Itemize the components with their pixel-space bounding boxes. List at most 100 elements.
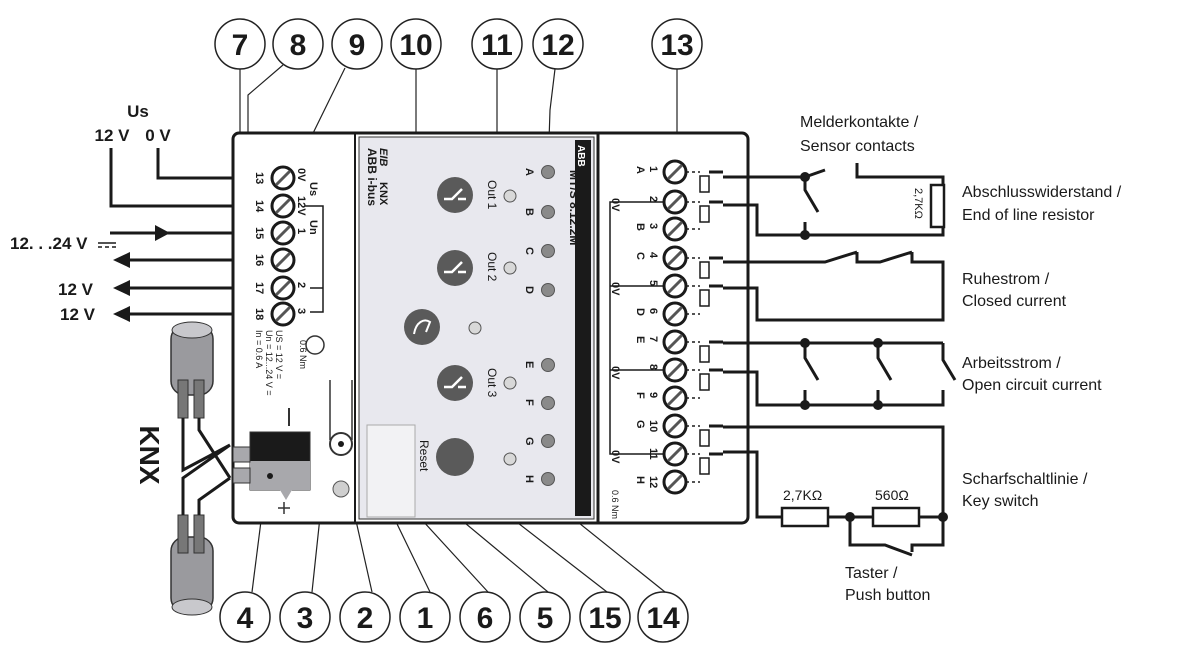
internal-resistor-pair — [699, 340, 723, 391]
us-0v-label: 0 V — [145, 126, 171, 145]
supply-wiring: Us 12 V 0 V 12. . .24 V 12 V 12 V — [10, 102, 233, 324]
svg-text:A: A — [523, 168, 535, 176]
abb-logo: ABB — [575, 145, 586, 167]
channel-led-b — [541, 205, 555, 219]
callout-5: 5 — [519, 591, 571, 643]
svg-text:0V: 0V — [609, 198, 621, 212]
callout-9: 9 — [331, 18, 383, 70]
output-led-3 — [503, 376, 517, 390]
terminal-15[interactable]: 15 — [253, 220, 296, 246]
internal-resistor-pair — [699, 424, 723, 475]
output-arrow — [113, 306, 130, 322]
output-button-3[interactable] — [437, 365, 473, 401]
callout-number: 14 — [646, 602, 680, 635]
callout-1: 1 — [399, 591, 451, 643]
programming-button[interactable] — [329, 380, 353, 456]
output-led-2 — [503, 261, 517, 275]
eol-resistor — [929, 183, 946, 229]
terminal-12[interactable]: 12 — [647, 469, 700, 495]
callout-number: 2 — [357, 602, 374, 635]
terminal-letter: E — [634, 336, 646, 343]
sensor-contacts-de: Melderkontakte / — [800, 114, 919, 131]
terminal-17[interactable]: 17 — [253, 275, 296, 301]
output-12v-label: 12 V — [60, 305, 96, 324]
terminal-16[interactable]: 16 — [253, 247, 296, 273]
open-current-en: Open circuit current — [962, 377, 1102, 394]
resistor-560-label: 560Ω — [875, 487, 909, 503]
callout-2: 2 — [339, 591, 391, 643]
left-terminal-block: 13 14 15 16 17 18 0V 12V Us Un 1 2 3 0.6… — [253, 165, 325, 396]
callouts-top: 7 8 9 10 11 12 13 — [214, 18, 703, 70]
right-zero-v-labels: 0V 0V 0V 0V — [609, 198, 665, 464]
terminal-letter: B — [634, 223, 646, 231]
channel-led-a — [541, 165, 555, 179]
key-switch-de: Scharfschaltlinie / — [962, 471, 1088, 488]
channel-led-c — [541, 244, 555, 258]
out-3-label: Out 3 — [485, 368, 499, 398]
terminal-letter: F — [634, 392, 646, 399]
callout-10: 10 — [390, 18, 442, 70]
callout-number: 11 — [481, 29, 513, 62]
svg-text:0V: 0V — [609, 366, 621, 380]
terminal-letter: A — [634, 166, 646, 174]
callout-7: 7 — [214, 18, 266, 70]
callout-12: 12 — [532, 18, 584, 70]
terminal-6[interactable]: 6 — [647, 301, 700, 327]
input-voltage-label: 12. . .24 V — [10, 234, 88, 253]
hand-icon — [413, 319, 432, 335]
channel-led-e — [541, 358, 555, 372]
terminal-5[interactable]: 5 — [647, 273, 700, 299]
terminal-7[interactable]: 7 — [647, 329, 700, 355]
svg-text:15: 15 — [253, 227, 265, 239]
eol-value: 2,7KΩ — [912, 188, 924, 219]
channel-leds: A B C D E F G H — [523, 165, 555, 486]
zero-v-label: 0V — [295, 168, 307, 182]
svg-text:18: 18 — [253, 308, 265, 320]
callout-number: 10 — [399, 29, 432, 62]
output-led-1 — [503, 189, 517, 203]
eol-en: End of line resistor — [962, 207, 1095, 224]
reset-label: Reset — [417, 440, 431, 472]
terminal-letter: G — [634, 420, 646, 429]
terminal-14[interactable]: 14 — [253, 193, 296, 219]
torque-label: 0.6 Nm — [298, 340, 308, 369]
external-wiring — [723, 163, 957, 557]
torque-screw-icon — [305, 335, 325, 355]
key-switch-en: Key switch — [962, 493, 1038, 510]
output-arrow — [113, 252, 130, 268]
callout-number: 8 — [290, 29, 307, 62]
svg-text:6: 6 — [647, 308, 659, 314]
eib-logo: EIB — [377, 148, 389, 166]
output-button-1[interactable] — [437, 177, 473, 213]
channel-led-f — [541, 396, 555, 410]
model-label: MT/S 8.12.2M — [567, 170, 581, 245]
terminal-18[interactable]: 18 — [253, 301, 296, 327]
callout-number: 3 — [297, 602, 314, 635]
terminal-9[interactable]: 9 — [647, 385, 700, 411]
manual-mode-button[interactable] — [404, 309, 440, 345]
callouts-bottom: 4 3 2 1 6 5 15 14 — [219, 591, 689, 643]
alarm-led — [503, 452, 517, 466]
terminal-3[interactable]: 3 — [647, 216, 700, 242]
callout-number: 6 — [477, 602, 494, 635]
svg-text:9: 9 — [647, 392, 659, 398]
reset-button[interactable] — [436, 438, 474, 476]
output-button-2[interactable] — [437, 250, 473, 286]
terminal-4[interactable]: 4 — [647, 245, 700, 271]
svg-text:G: G — [523, 437, 535, 446]
callout-8: 8 — [272, 18, 324, 70]
us-12v-label: 12 V — [95, 126, 131, 145]
terminal-10[interactable]: 10 — [647, 413, 700, 439]
svg-text:7: 7 — [647, 336, 659, 342]
svg-text:0V: 0V — [609, 282, 621, 296]
sensor-contacts-en: Sensor contacts — [800, 138, 915, 155]
terminal-letter: H — [634, 476, 646, 484]
svg-text:2: 2 — [647, 196, 659, 202]
terminal-13[interactable]: 13 — [253, 165, 296, 191]
torque-label-right: 0.6 Nm — [610, 490, 620, 519]
callout-13: 13 — [651, 18, 703, 70]
terminal-1[interactable]: 1 — [647, 159, 700, 185]
terminal-letter: D — [634, 308, 646, 316]
callout-15: 15 — [579, 591, 631, 643]
callout-number: 12 — [541, 29, 574, 62]
